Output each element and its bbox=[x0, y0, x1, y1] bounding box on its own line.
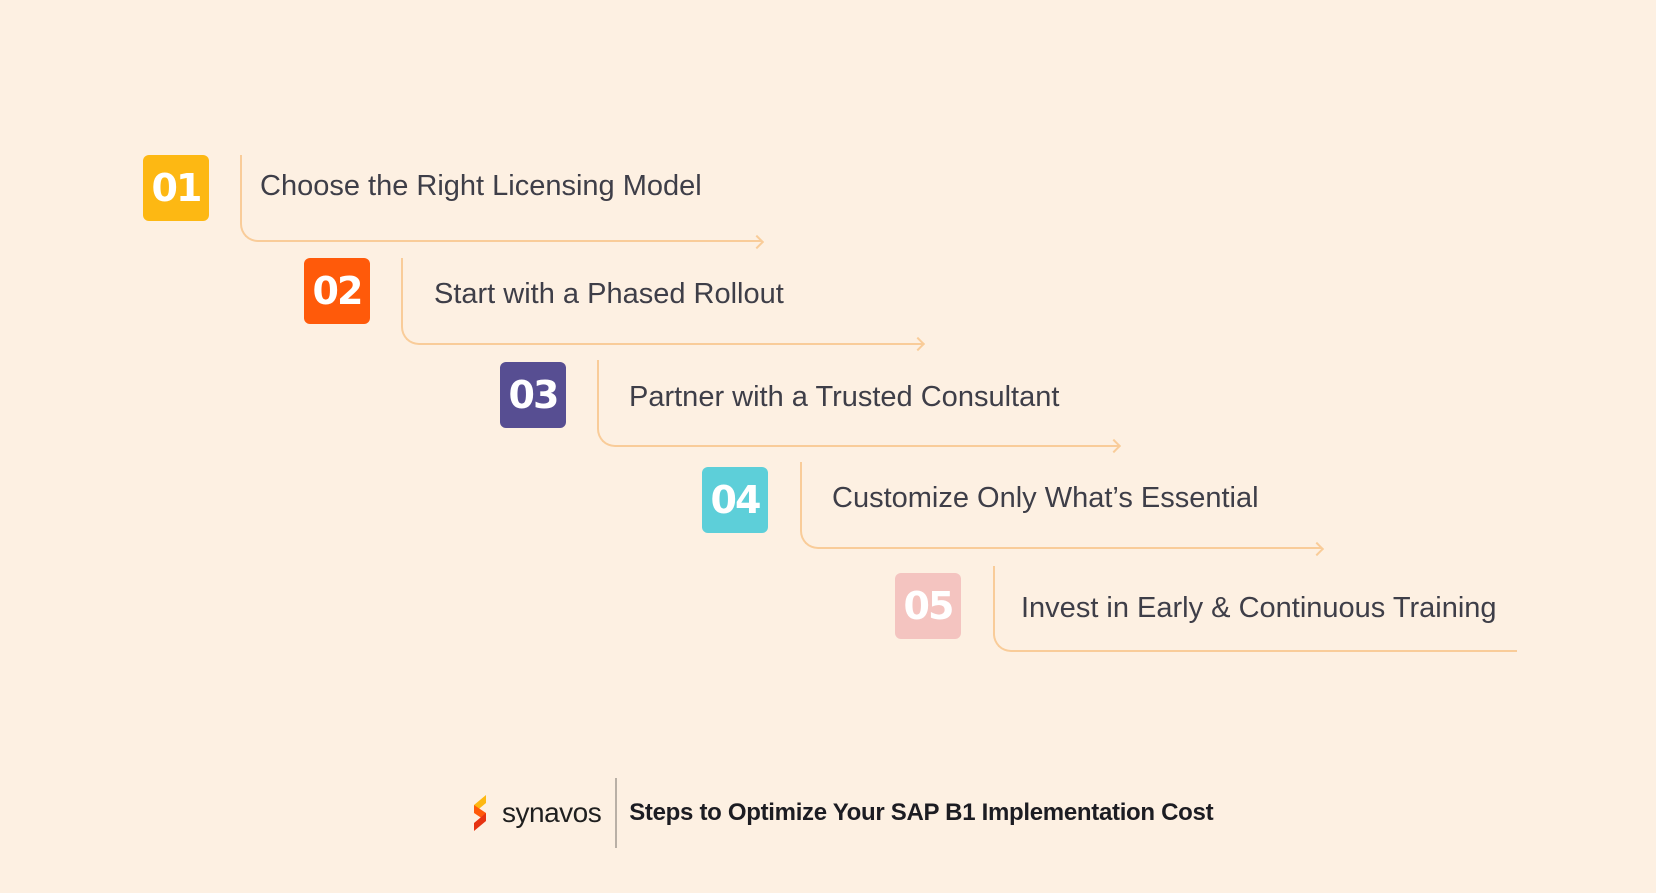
step-04-label: Customize Only What’s Essential bbox=[832, 482, 1259, 514]
step-02-badge: 02 bbox=[304, 258, 370, 324]
footer-divider bbox=[615, 778, 618, 848]
step-02-label: Start with a Phased Rollout bbox=[434, 278, 784, 310]
brand: synavos bbox=[466, 793, 602, 833]
step-05-connector bbox=[993, 566, 1517, 652]
step-03-connector bbox=[597, 360, 1119, 447]
step-03-badge: 03 bbox=[500, 362, 566, 428]
step-02-connector bbox=[401, 258, 923, 345]
footer: synavos Steps to Optimize Your SAP B1 Im… bbox=[466, 778, 1214, 848]
synavos-logo-icon bbox=[474, 795, 486, 831]
step-01-badge: 01 bbox=[143, 155, 209, 221]
step-04-connector bbox=[800, 462, 1322, 549]
step-03-label: Partner with a Trusted Consultant bbox=[629, 381, 1060, 413]
brand-name: synavos bbox=[502, 797, 602, 828]
step-01-connector bbox=[240, 155, 762, 242]
footer-title: Steps to Optimize Your SAP B1 Implementa… bbox=[629, 799, 1214, 826]
step-05-badge: 05 bbox=[895, 573, 961, 639]
step-04-badge: 04 bbox=[702, 467, 768, 533]
step-01-label: Choose the Right Licensing Model bbox=[260, 170, 702, 202]
step-05-label: Invest in Early & Continuous Training bbox=[1021, 592, 1497, 624]
